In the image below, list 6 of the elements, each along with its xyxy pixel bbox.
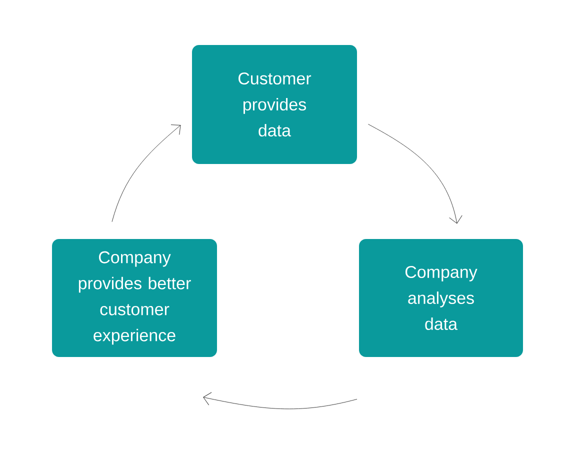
process-box: Company analyses data (359, 238, 523, 357)
curved-arrow (368, 124, 462, 224)
curved-arrow (203, 392, 358, 410)
curved-arrow (112, 124, 181, 222)
process-box: Customer provides data (192, 45, 357, 164)
process-box: Company provides better customer experience (52, 238, 217, 357)
